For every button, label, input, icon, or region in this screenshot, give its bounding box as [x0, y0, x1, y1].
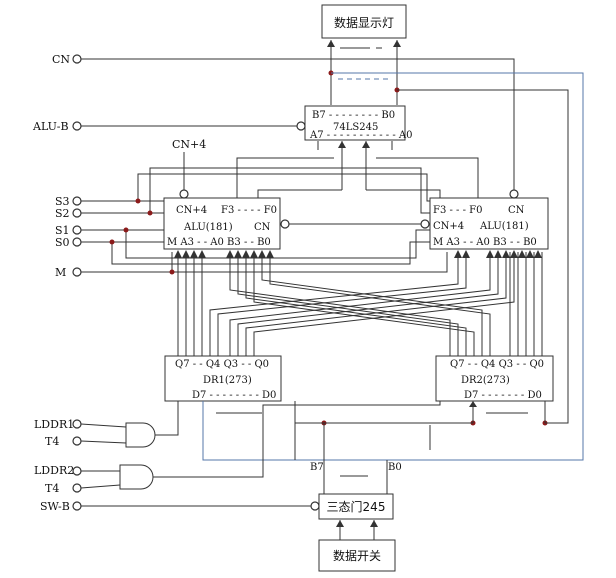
alu-left-name: ALU(181)	[183, 222, 233, 233]
label-cn4: CN+4	[172, 138, 206, 151]
alu-left-cn: CN	[254, 222, 271, 233]
dr2-top-pins: Q7 - - Q4 Q3 - - Q0	[450, 359, 544, 370]
dr-to-alu-bus	[177, 252, 543, 356]
control-wires	[81, 58, 515, 273]
dr1-bottom-pins: D7 - - - - - - - - D0	[192, 390, 276, 401]
alu-left: CN+4 F3 - - - - F0 ALU(181) CN M A3 - - …	[163, 189, 290, 250]
register-dr2: Q7 - - Q4 Q3 - - Q0 DR2(273) D7 - - - - …	[435, 355, 554, 402]
label-lddr1: LDDR1	[34, 418, 74, 431]
label-s1: S1	[55, 224, 70, 237]
alu-input-arrows	[174, 250, 542, 258]
tristate-b0: B0	[388, 462, 402, 473]
alu-right-cn4: CN+4	[433, 221, 464, 232]
data-display-lamps: 数据显示灯	[321, 4, 407, 39]
label-t4-b: T4	[45, 482, 59, 495]
buffer-bottom-pins: A7 - - - - - - - - - - - A0	[309, 130, 412, 141]
input-terminals: CN ALU-B CN+4 S3 S2 S1 S0 M LDDR1 T4 LDD…	[32, 53, 206, 513]
buffer-top-pins: B7 - - - - - - - - B0	[312, 110, 395, 121]
alu-right-f: F3 - - - F0	[433, 205, 482, 216]
register-dr1: Q7 - - Q4 Q3 - - Q0 DR1(273) D7 - - - - …	[164, 355, 282, 402]
buffer-bus-arrows	[317, 141, 393, 190]
dr1-top-pins: Q7 - - Q4 Q3 - - Q0	[175, 359, 269, 370]
label-s3: S3	[55, 195, 70, 208]
dr1-name: DR1(273)	[203, 375, 252, 386]
alu-left-cn4: CN+4	[176, 205, 207, 216]
alu-right-name: ALU(181)	[479, 221, 529, 232]
switch-title: 数据开关	[333, 548, 381, 563]
and-gate-dr2	[80, 401, 441, 490]
dr2-name: DR2(273)	[461, 375, 510, 386]
and-gate-dr1	[80, 401, 179, 448]
display-title: 数据显示灯	[334, 15, 394, 30]
alu-right-cn: CN	[508, 205, 525, 216]
label-s0: S0	[55, 236, 70, 249]
label-m: M	[55, 266, 66, 279]
tristate-245: 三态门245 B7 B0	[310, 462, 402, 520]
label-s2: S2	[55, 207, 70, 220]
buffer-name: 74LS245	[333, 122, 378, 133]
alu-left-bottom: M A3 - - A0 B3 - - B0	[167, 237, 271, 248]
data-switch: 数据开关	[318, 520, 396, 572]
alu-left-f: F3 - - - - F0	[221, 205, 277, 216]
tristate-name: 三态门245	[327, 499, 386, 514]
label-alu-b: ALU-B	[32, 120, 69, 133]
dr-input-bus	[216, 401, 528, 494]
label-sw-b: SW-B	[40, 500, 70, 513]
buffer-74ls245: B7 - - - - - - - - B0 74LS245 A7 - - - -…	[296, 105, 412, 141]
alu-right: F3 - - - F0 CN CN+4 ALU(181) M A3 - - A0…	[420, 189, 549, 250]
alu-right-bottom: M A3 - - A0 B3 - - B0	[433, 237, 537, 248]
tristate-b7: B7	[310, 462, 324, 473]
system-bus	[202, 72, 584, 461]
label-t4-a: T4	[45, 435, 59, 448]
label-lddr2: LDDR2	[34, 464, 74, 477]
dr2-bottom-pins: D7 - - - - - - - D0	[464, 390, 542, 401]
label-cn: CN	[52, 53, 70, 66]
